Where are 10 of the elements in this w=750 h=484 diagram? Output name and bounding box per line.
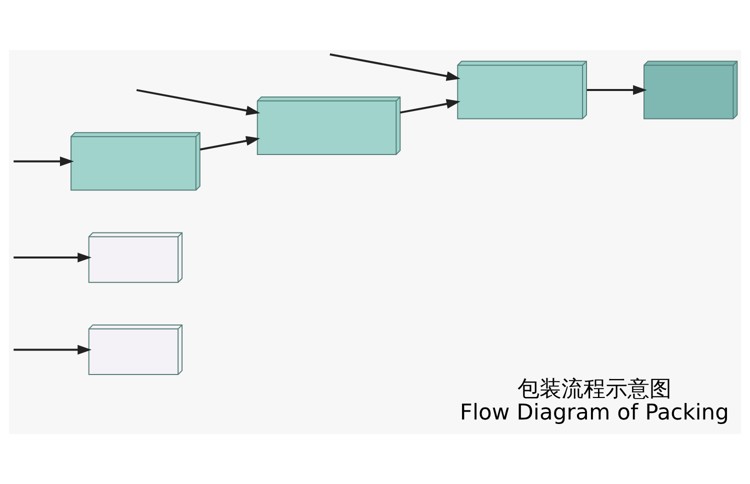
arrow [14,344,92,355]
arrow [136,89,260,116]
arrow [400,99,460,114]
diagram-title: 包装流程示意图 [517,376,672,402]
arrow [14,156,74,166]
arrow [14,252,92,262]
caption: Flow Diagram of Packing [460,400,729,426]
arrow [200,136,260,150]
arrow [330,53,460,81]
arrow [586,85,647,95]
